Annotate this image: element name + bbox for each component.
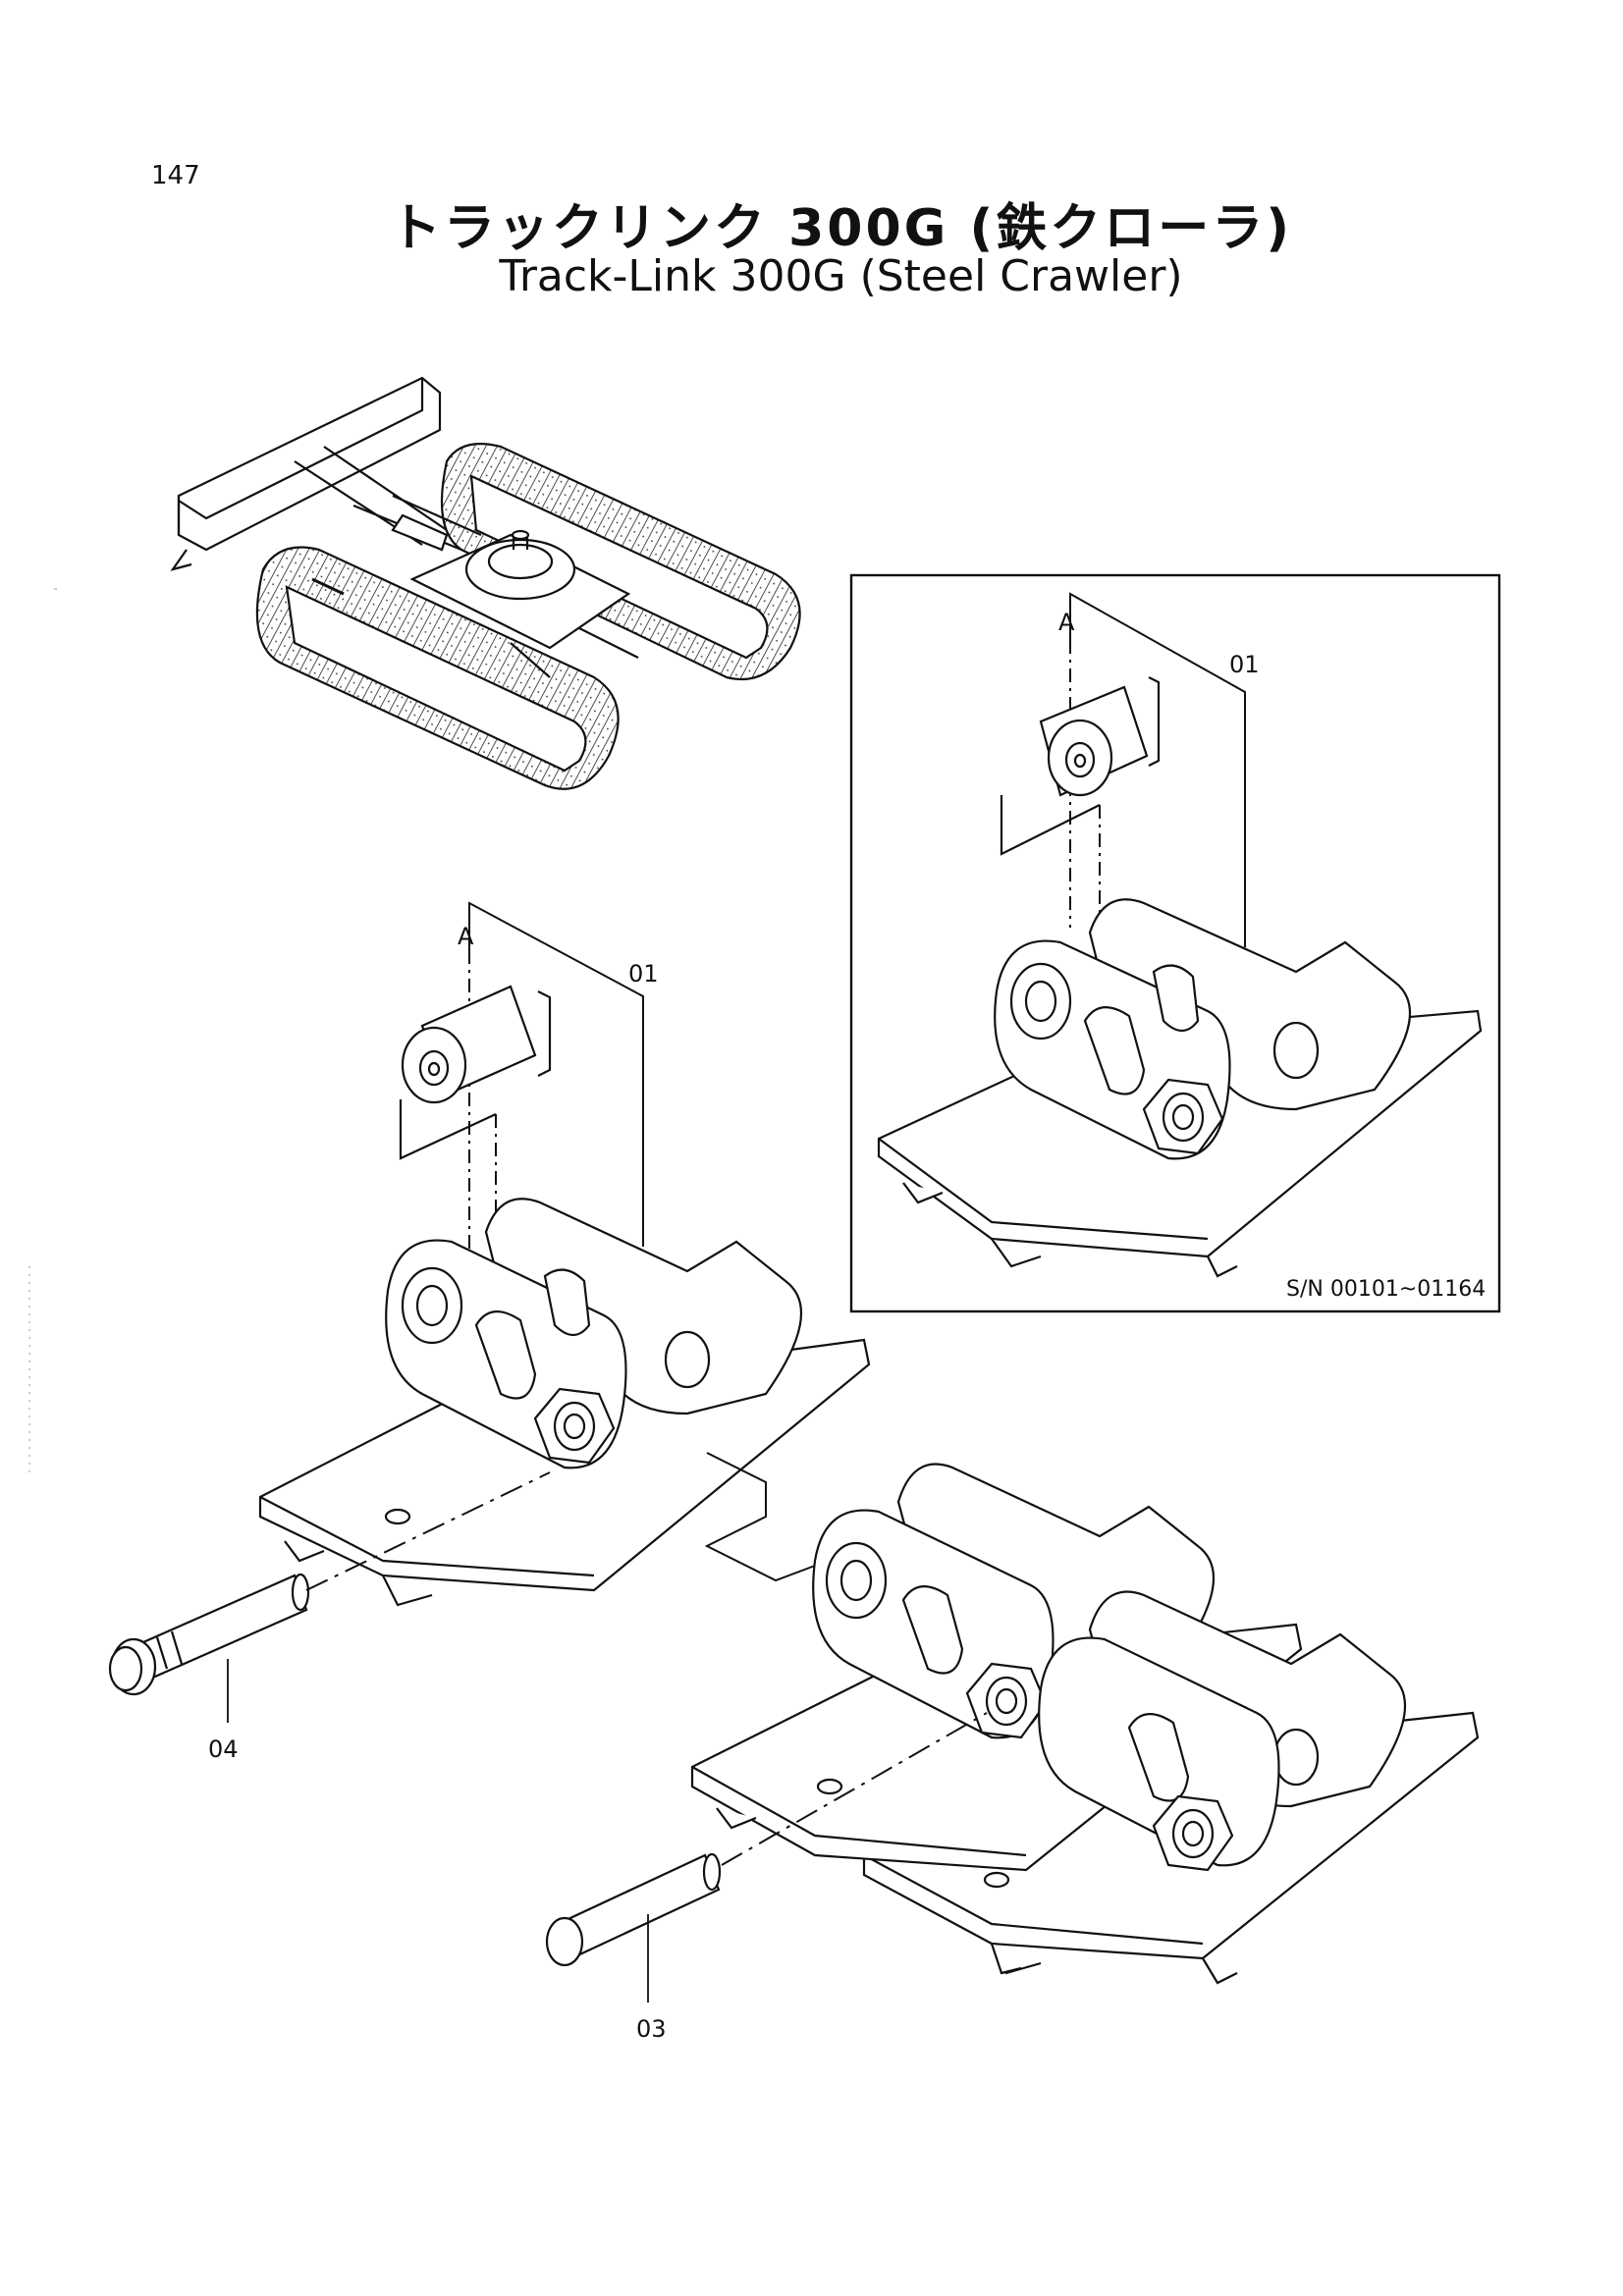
part-03-pin (545, 1852, 722, 1967)
undercarriage-overview (170, 376, 801, 790)
title-english: Track-Link 300G (Steel Crawler) (499, 251, 1183, 301)
serial-inset: A 01 (849, 573, 1501, 1313)
inset-part-01-label: 01 (1229, 651, 1260, 678)
main-bushing (399, 985, 552, 1160)
part-04-label: 04 (208, 1735, 239, 1763)
main-callout-a: A (458, 923, 474, 950)
inset-bushing (1000, 676, 1161, 856)
title-japanese: トラックリンク 300G (鉄クローラ) (390, 199, 1292, 258)
inset-callout-a: A (1058, 609, 1075, 636)
main-exploded-view: A 01 (108, 901, 1480, 2043)
inset-track-link (877, 898, 1483, 1278)
serial-number-note: S/N 00101~01164 (1286, 1277, 1486, 1302)
scan-margin-marks (28, 588, 57, 1472)
page-number: 147 (151, 161, 200, 190)
main-track-link-pair (690, 1463, 1480, 1985)
main-track-link (258, 1198, 871, 1607)
main-part-01-label: 01 (628, 960, 659, 988)
part-03-label: 03 (636, 2015, 667, 2043)
part-04-pin (108, 1573, 310, 1696)
